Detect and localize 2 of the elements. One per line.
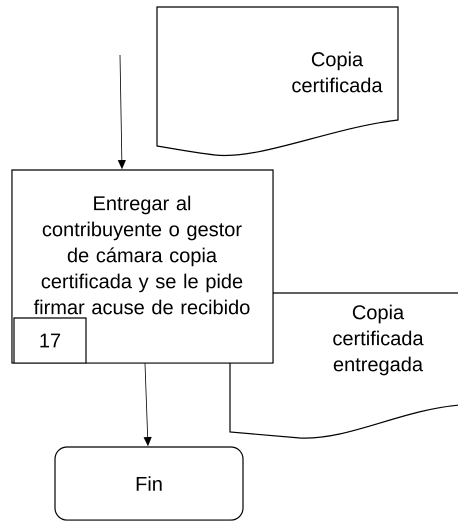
terminal-box: Fin (54, 446, 244, 521)
step-number-box: 17 (13, 317, 87, 364)
